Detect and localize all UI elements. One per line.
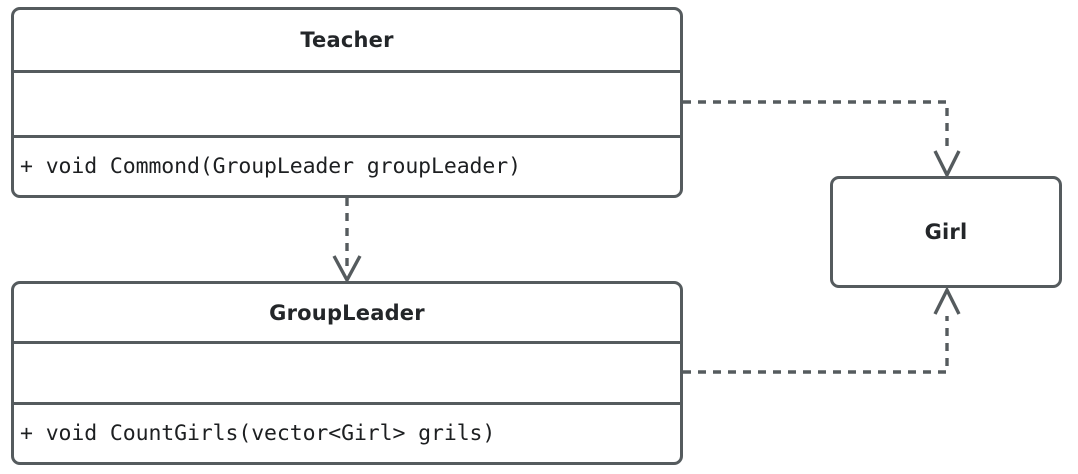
edge-groupleader-to-girl[interactable] xyxy=(683,286,961,374)
class-box-girl[interactable]: Girl xyxy=(830,176,1062,288)
edge-teacher-to-groupleader[interactable] xyxy=(332,198,362,284)
methods-compartment-teacher: + void Commond(GroupLeader groupLeader) xyxy=(14,135,680,195)
methods-compartment-groupleader: + void CountGirls(vector<Girl> grils) xyxy=(14,402,680,462)
method-item: + void CountGirls(vector<Girl> grils) xyxy=(20,421,496,446)
method-item: + void Commond(GroupLeader groupLeader) xyxy=(20,154,521,179)
class-box-teacher[interactable]: Teacher + void Commond(GroupLeader group… xyxy=(11,7,683,198)
class-name-teacher: Teacher xyxy=(300,28,394,52)
attributes-compartment-teacher xyxy=(14,70,680,135)
attributes-compartment-groupleader xyxy=(14,341,680,402)
class-name-groupleader: GroupLeader xyxy=(269,300,425,325)
edge-teacher-to-girl[interactable] xyxy=(683,100,961,179)
class-name-girl: Girl xyxy=(924,220,968,244)
class-box-groupleader[interactable]: GroupLeader + void CountGirls(vector<Gir… xyxy=(11,281,683,465)
